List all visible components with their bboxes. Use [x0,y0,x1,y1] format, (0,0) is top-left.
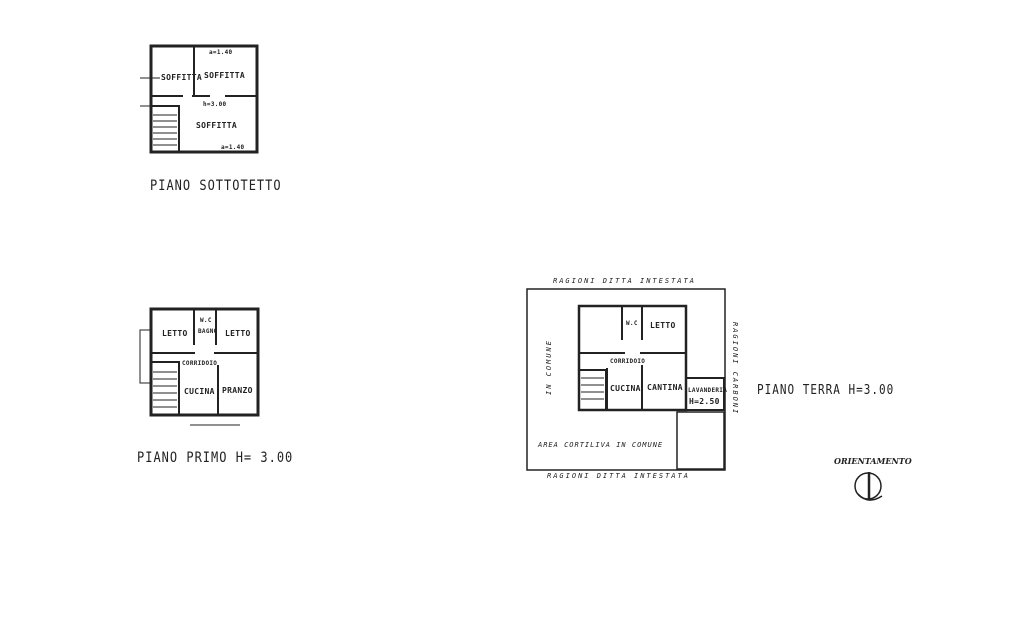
room-label: W.C [626,320,638,327]
boundary-label-bottom: RAGIONI DITTA INTESTATA [547,472,690,480]
plan-title-primo: PIANO PRIMO H= 3.00 [137,449,294,466]
plan-terra [526,288,726,471]
height-label: h=3.00 [203,101,227,108]
room-label: W.C [200,317,212,324]
room-label: SOFFITTA [196,121,237,130]
room-label: LETTO [162,329,188,338]
room-label: LETTO [225,329,251,338]
orientation-label: ORIENTAMENTO [834,456,912,466]
dimension-label: a=1.40 [221,144,245,151]
room-height-label: H=2.50 [689,397,720,406]
dimension-label: a=1.40 [209,49,233,56]
room-label: CORRIDOIO [610,358,646,365]
compass-icon [854,472,883,501]
room-label: SOFFITTA [161,73,202,82]
plan-primo [139,307,260,426]
room-label: PRANZO [222,386,253,395]
boundary-label-top: RAGIONI DITTA INTESTATA [553,277,696,285]
room-label: CUCINA [610,384,641,393]
plan-sottotetto [140,44,259,154]
room-label: SOFFITTA [204,71,245,80]
plan-title-sottotetto: PIANO SOTTOTETTO [150,177,282,194]
room-label: CUCINA [184,387,215,396]
room-label: CANTINA [647,383,683,392]
boundary-label-right: RAGIONI CARBONI [731,322,739,416]
room-label: LAVANDERIA [688,387,728,394]
boundary-label-left: IN COMUNE [545,339,553,395]
room-label: LETTO [650,321,676,330]
plan-title-terra: PIANO TERRA H=3.00 [757,382,895,398]
courtyard-label: AREA CORTILIVA IN COMUNE [538,441,664,449]
room-label: CORRIDOIO [182,360,218,367]
room-label: BAGNO [198,328,218,335]
